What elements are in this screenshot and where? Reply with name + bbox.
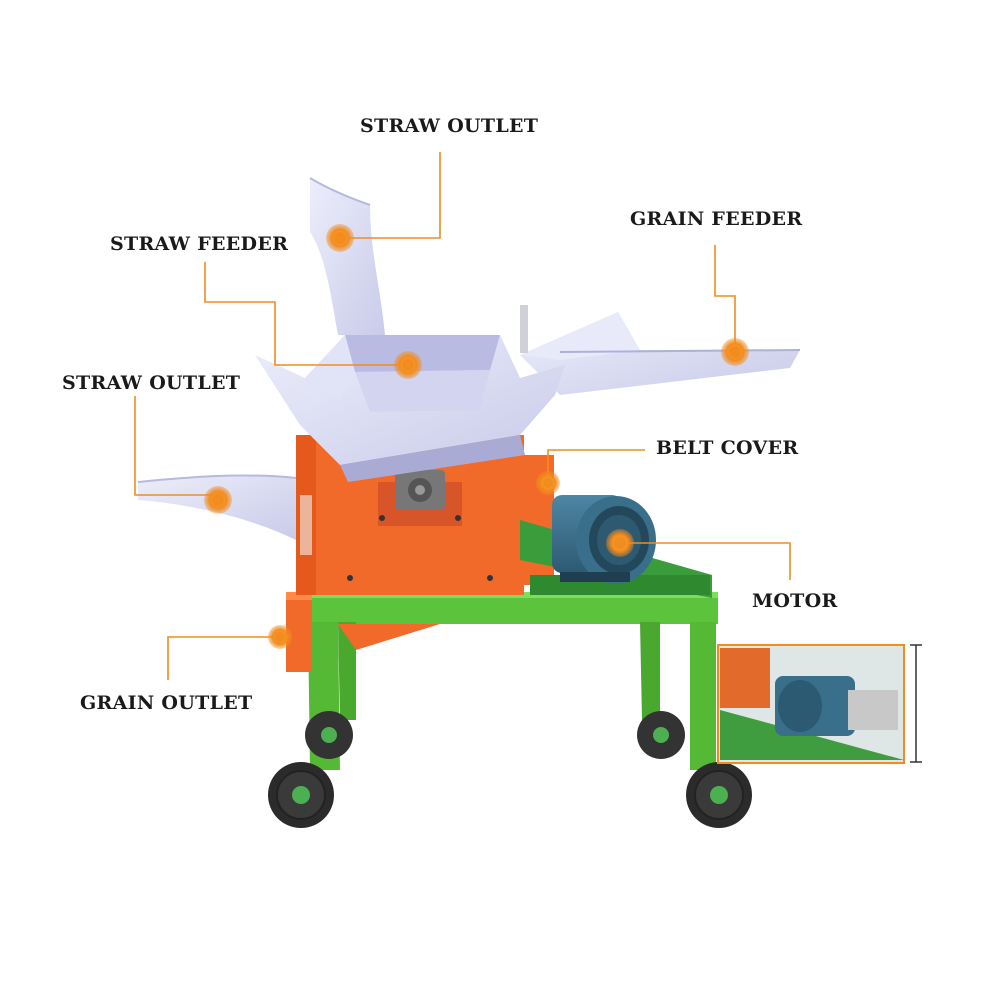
- callout-dots: [204, 224, 749, 649]
- leader-straw-feeder: [204, 262, 408, 366]
- motor-inset: [717, 644, 922, 764]
- label-belt-cover: BELT COVER: [656, 437, 799, 459]
- leader-straw-outlet-top: [340, 152, 441, 239]
- label-straw-outlet-top: STRAW OUTLET: [360, 115, 539, 137]
- label-motor: MOTOR: [752, 590, 838, 612]
- label-grain-outlet: GRAIN OUTLET: [80, 692, 253, 714]
- straw-feeder-hopper: [255, 335, 565, 482]
- leader-belt-cover: [547, 449, 645, 483]
- grain-feeder-tray: [520, 305, 801, 395]
- label-straw-feeder: STRAW FEEDER: [110, 233, 289, 255]
- leader-grain-outlet: [167, 636, 280, 680]
- leader-grain-feeder: [714, 245, 736, 352]
- label-straw-outlet-left: STRAW OUTLET: [62, 372, 241, 394]
- top-straw-outlet-chute: [309, 177, 385, 335]
- label-grain-feeder: GRAIN FEEDER: [630, 208, 803, 230]
- leader-motor: [620, 542, 791, 580]
- wheels: [268, 711, 752, 828]
